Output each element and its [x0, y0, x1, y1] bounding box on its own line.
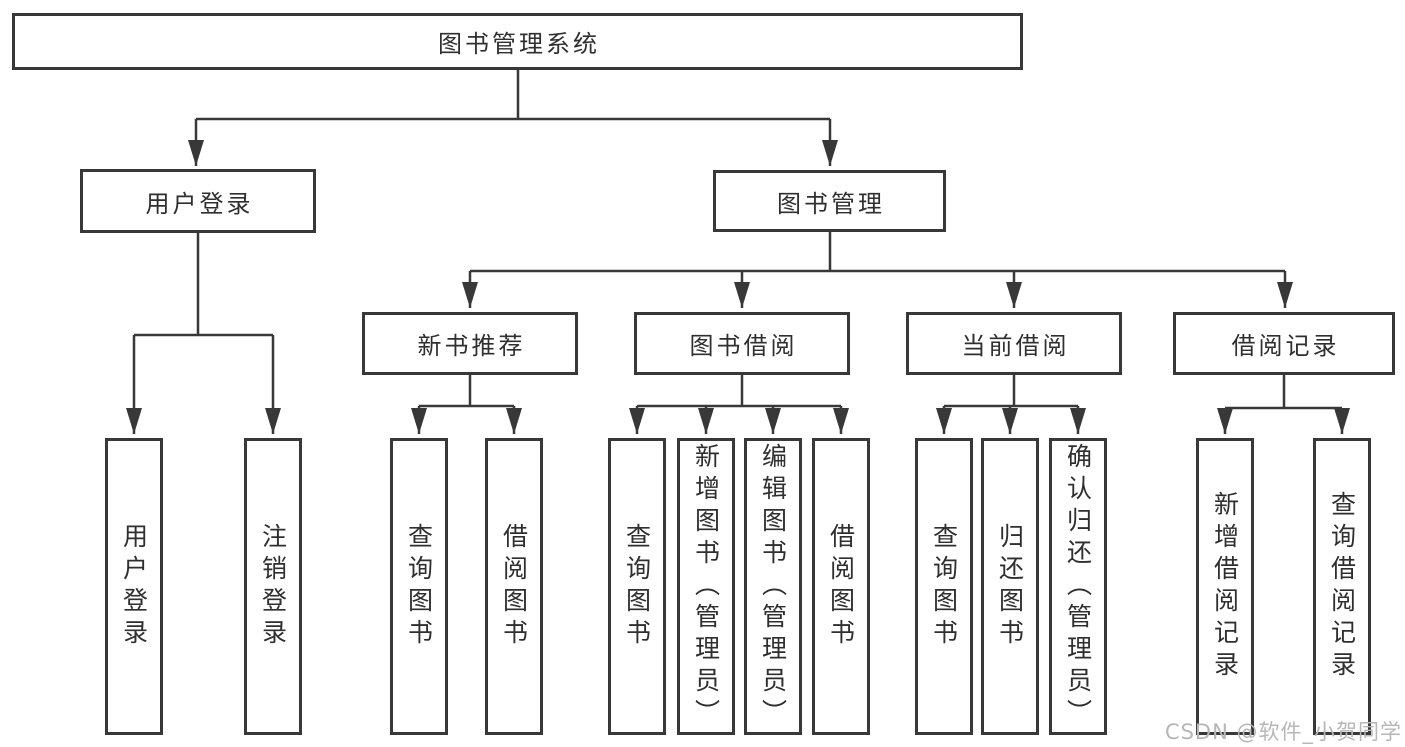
leaf-edit-books-admin: 编辑图书（管理员） [744, 438, 802, 735]
leaf-user-login: 用户登录 [105, 438, 163, 735]
leaf-query-books-current: 查询图书 [915, 438, 973, 735]
node-book-borrowing: 图书借阅 [634, 312, 850, 375]
leaf-return-books: 归还图书 [981, 438, 1039, 735]
node-new-book-recommend: 新书推荐 [362, 312, 578, 375]
csdn-watermark: CSDN @软件_小贺同学 [1164, 720, 1402, 744]
tree-elbow-lines [134, 70, 1342, 410]
leaf-add-borrow-record: 新增借阅记录 [1196, 438, 1254, 735]
leaf-borrow-books-recommend: 借阅图书 [485, 438, 543, 735]
node-current-borrowing: 当前借阅 [906, 312, 1122, 375]
leaf-logout: 注销登录 [244, 438, 302, 735]
leaf-add-books-admin: 新增图书（管理员） [677, 438, 735, 735]
node-book-management: 图书管理 [713, 170, 946, 232]
leaf-confirm-return-admin: 确认归还（管理员） [1049, 438, 1107, 735]
leaf-query-borrow-record: 查询借阅记录 [1313, 438, 1371, 735]
node-borrow-records: 借阅记录 [1173, 312, 1395, 375]
node-user-login: 用户登录 [80, 169, 316, 233]
leaf-query-books-recommend: 查询图书 [390, 438, 448, 735]
leaf-borrow-books: 借阅图书 [812, 438, 870, 735]
node-root: 图书管理系统 [12, 13, 1023, 70]
leaf-query-books-borrow: 查询图书 [608, 438, 666, 735]
